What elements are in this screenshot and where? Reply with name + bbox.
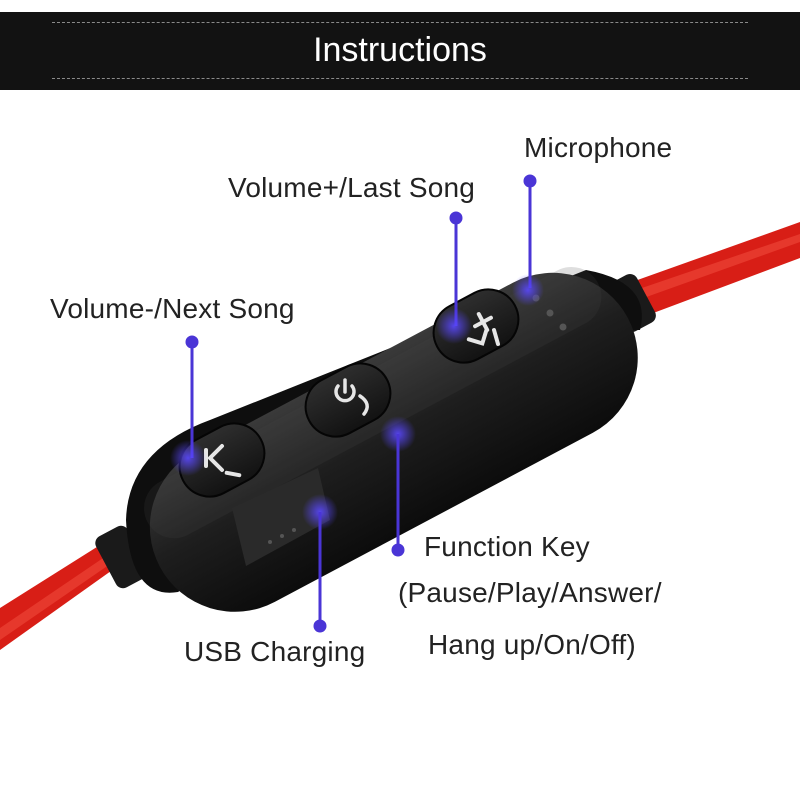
header-bar: Instructions [0, 12, 800, 90]
label-function-key-line3: Hang up/On/Off) [428, 629, 636, 660]
label-function-key: Function Key [424, 531, 590, 562]
usb-port [232, 468, 330, 566]
pointer-usb [302, 494, 338, 633]
remote-end-cap-left [95, 525, 149, 589]
label-usb-charging: USB Charging [184, 636, 366, 667]
power-button [304, 362, 392, 438]
pointer-function-key [380, 416, 416, 557]
power-phone-icon [334, 378, 369, 416]
pointers [170, 174, 544, 633]
pointer-microphone [512, 174, 544, 306]
label-volume-up: Volume+/Last Song [228, 172, 476, 203]
plus-skip-icon [466, 312, 500, 346]
header-dashed-line-bottom [52, 78, 748, 79]
microphone-hole [559, 323, 567, 331]
label-function-key-line2: (Pause/Play/Answer/ [398, 577, 662, 608]
header-dashed-line-top [52, 22, 748, 23]
cable [0, 222, 800, 650]
microphone-hole [546, 309, 554, 317]
pointer-volume-up [436, 211, 472, 344]
page-title: Instructions [313, 31, 487, 69]
label-microphone: Microphone [524, 132, 673, 163]
pointer-volume-down [170, 335, 206, 476]
label-volume-down: Volume-/Next Song [50, 293, 295, 324]
